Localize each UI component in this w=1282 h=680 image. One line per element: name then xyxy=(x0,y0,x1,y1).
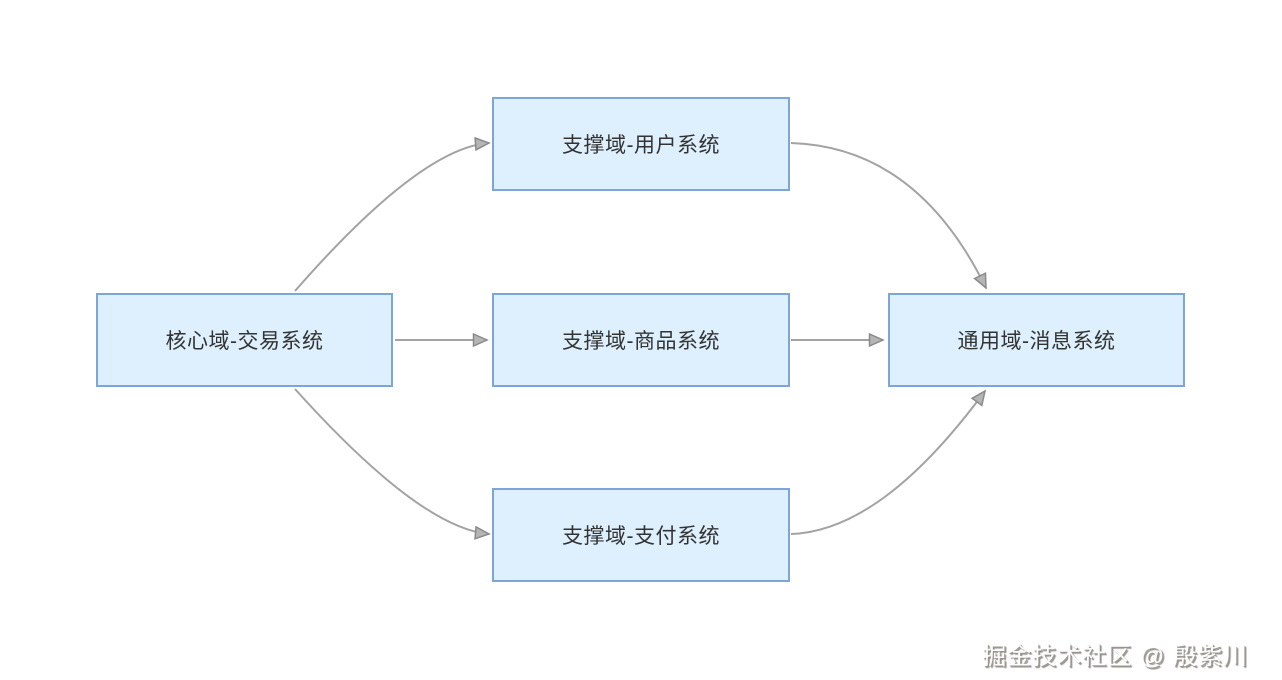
node-support-domain-payment: 支撑域-支付系统 xyxy=(492,488,790,582)
edge-core-to-user xyxy=(294,143,489,292)
edge-core-to-payment xyxy=(294,388,489,534)
watermark: 掘金技术社区 @ 殷紫川 xyxy=(982,643,1248,670)
node-label: 核心域-交易系统 xyxy=(165,330,324,353)
node-support-domain-goods: 支撑域-商品系统 xyxy=(492,293,790,387)
node-common-domain-message: 通用域-消息系统 xyxy=(888,293,1185,387)
edge-payment-to-message xyxy=(790,391,985,535)
node-support-domain-user: 支撑域-用户系统 xyxy=(492,97,790,191)
edge-user-to-message xyxy=(790,142,987,288)
node-label: 支撑域-用户系统 xyxy=(562,134,720,157)
node-label: 支撑域-商品系统 xyxy=(562,330,720,353)
node-label: 通用域-消息系统 xyxy=(957,330,1116,353)
node-core-domain-trading: 核心域-交易系统 xyxy=(96,293,393,387)
node-label: 支撑域-支付系统 xyxy=(562,525,720,548)
